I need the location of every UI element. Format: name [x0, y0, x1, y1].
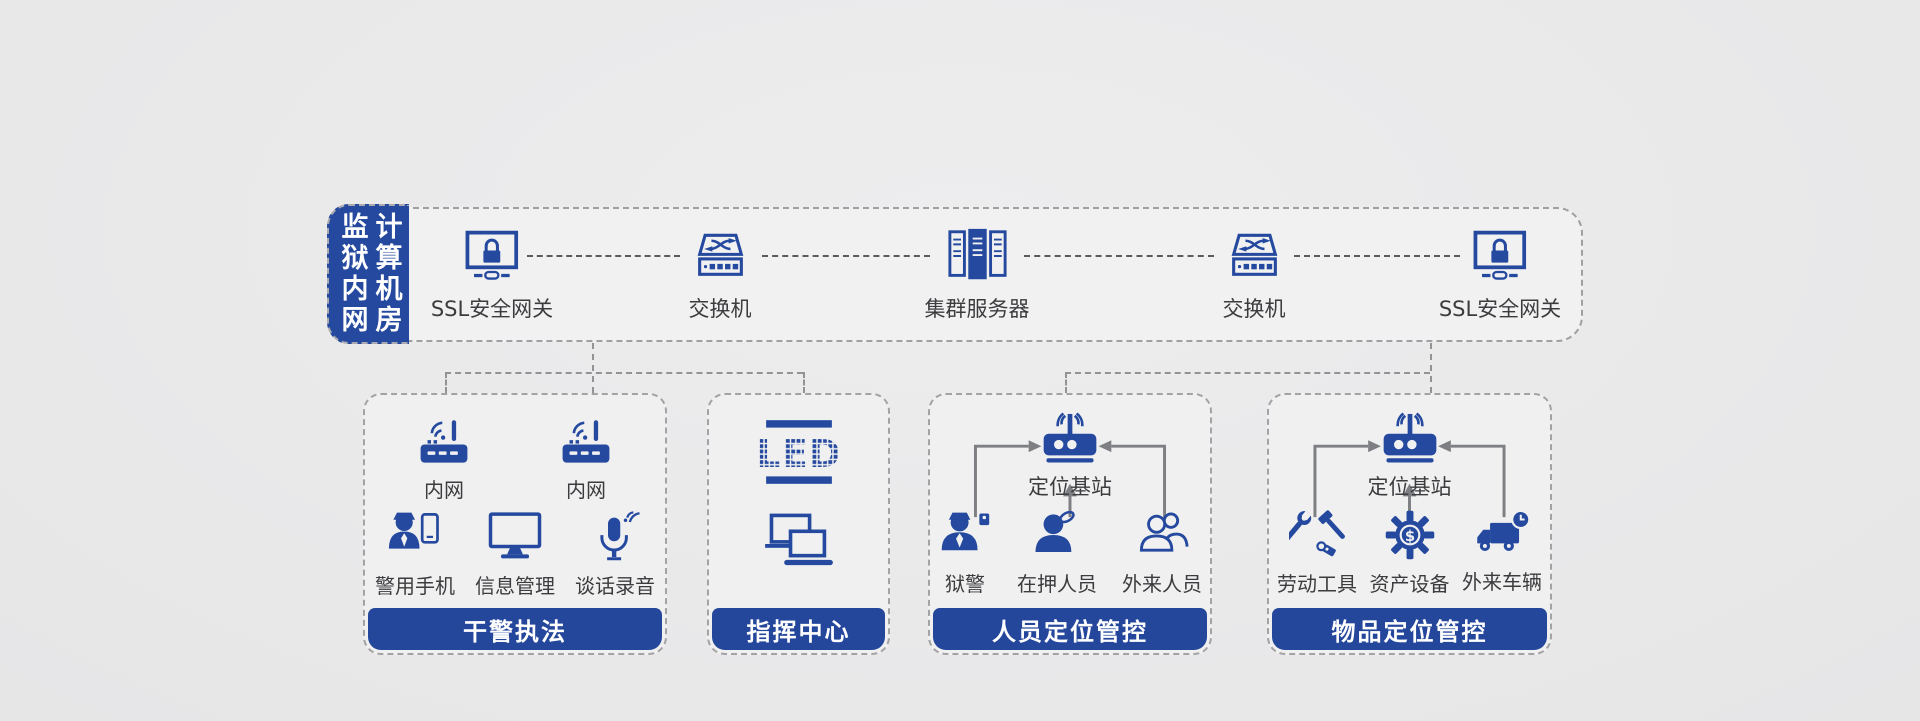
- wireless-router-icon: [416, 415, 472, 467]
- work-tools-icon: [1289, 509, 1345, 561]
- item-label: 信息管理: [475, 574, 555, 598]
- node-label: 集群服务器: [924, 297, 1030, 321]
- asset-gear-icon: [1384, 509, 1436, 561]
- panel-item-positioning: 定位基站 劳动工具 资产设备 外来车辆 物品定位管控: [1267, 393, 1552, 655]
- router-row: 内网 内网: [365, 415, 665, 503]
- asset-item: 资产设备: [1370, 509, 1450, 597]
- device-row: 警用手机 信息管理 谈话录音: [375, 509, 655, 599]
- police-phone-item: 警用手机: [375, 509, 455, 599]
- visitor-group-icon: [1135, 509, 1189, 561]
- visitors-item: 外来人员: [1122, 509, 1202, 597]
- base-station-icon: [1378, 409, 1442, 466]
- item-label: 狱警: [945, 572, 985, 596]
- node-label: 交换机: [688, 297, 752, 321]
- guard-item: 狱警: [938, 509, 992, 597]
- item-label: 内网: [424, 478, 464, 502]
- tools-item: 劳动工具: [1277, 509, 1357, 597]
- item-label: 外来车辆: [1462, 570, 1542, 594]
- machine-room-box: SSL安全网关 交换机 集群服务器 交换机 SSL安全网关: [327, 207, 1583, 342]
- network-switch-icon: [691, 223, 749, 287]
- connector-stub-panel3: [1065, 372, 1067, 393]
- monitor-icon: [487, 509, 543, 563]
- machine-room-tab: 监狱内网 计算机房: [327, 204, 409, 344]
- panel-title-bar: 人员定位管控: [933, 608, 1207, 650]
- hub-label: 定位基站: [1367, 475, 1452, 499]
- prison-guard-icon: [938, 509, 992, 561]
- dashed-link-1: [527, 255, 680, 257]
- node-server-cluster: 集群服务器: [925, 223, 1030, 323]
- wireless-router-icon: [558, 415, 614, 467]
- node-ssl-gateway-right: SSL安全网关: [1439, 223, 1561, 323]
- computers-icon: [763, 511, 835, 577]
- connector-stub-panel1: [445, 372, 447, 393]
- node-ssl-gateway-left: SSL安全网关: [431, 223, 553, 323]
- connector-left-branch: [445, 372, 803, 374]
- panel-title-bar: 物品定位管控: [1272, 608, 1547, 650]
- asset-row: 劳动工具 资产设备 外来车辆: [1277, 509, 1542, 597]
- dashed-link-3: [1024, 255, 1214, 257]
- panel-personnel-positioning: 定位基站 狱警 在押人员 外来人员 人员定位管控: [928, 393, 1212, 655]
- truck-icon: [1473, 509, 1531, 559]
- person-row: 狱警 在押人员 外来人员: [938, 509, 1202, 597]
- server-cluster-icon: [946, 223, 1008, 287]
- connector-stub-panel2: [803, 372, 805, 393]
- intranet-router: 内网: [558, 415, 614, 503]
- flow-arrows: [973, 440, 1167, 518]
- node-label: SSL安全网关: [430, 297, 554, 321]
- vehicle-item: 外来车辆: [1462, 509, 1542, 597]
- node-label: 交换机: [1222, 297, 1286, 321]
- panel-title-bar: 干警执法: [368, 608, 662, 650]
- police-officer-phone-icon: [386, 509, 444, 563]
- detainee-item: 在押人员: [1017, 509, 1097, 597]
- item-label: 警用手机: [375, 574, 455, 598]
- dashed-link-4: [1294, 255, 1460, 257]
- node-switch-right: 交换机: [1223, 223, 1286, 323]
- item-label: 资产设备: [1369, 572, 1450, 596]
- item-label: 外来人员: [1122, 572, 1202, 596]
- led-screen-icon: [758, 417, 840, 487]
- detainee-icon: [1030, 509, 1084, 561]
- info-management-item: 信息管理: [475, 509, 555, 599]
- item-label: 劳动工具: [1277, 572, 1357, 596]
- node-label: SSL安全网关: [1438, 297, 1562, 321]
- ssl-gateway-icon: [462, 223, 522, 287]
- panel-police-enforcement: 内网 内网 警用手机 信息管理 谈话录音 干警执法: [363, 393, 667, 655]
- panel-title-bar: 指挥中心: [712, 608, 885, 650]
- command-center-icons: [709, 417, 888, 577]
- microphone-icon: [587, 509, 643, 563]
- node-switch-left: 交换机: [689, 223, 752, 323]
- panel-command-center: 指挥中心: [707, 393, 890, 655]
- hub-label: 定位基站: [1028, 475, 1112, 499]
- intranet-router: 内网: [416, 415, 472, 503]
- network-switch-icon: [1225, 223, 1283, 287]
- item-label: 内网: [566, 478, 606, 502]
- connector-left-drop: [592, 343, 594, 393]
- flow-arrows: [1313, 440, 1506, 518]
- ssl-gateway-icon: [1470, 223, 1530, 287]
- room-tab-line-2: 计算机房: [370, 212, 402, 336]
- connector-right-branch: [1065, 372, 1430, 374]
- item-label: 谈话录音: [575, 574, 655, 598]
- item-label: 在押人员: [1017, 572, 1097, 596]
- base-station-icon: [1038, 409, 1102, 466]
- recording-item: 谈话录音: [575, 509, 655, 599]
- room-tab-line-1: 监狱内网: [336, 212, 368, 336]
- connector-right-drop: [1430, 343, 1432, 393]
- dashed-link-2: [762, 255, 930, 257]
